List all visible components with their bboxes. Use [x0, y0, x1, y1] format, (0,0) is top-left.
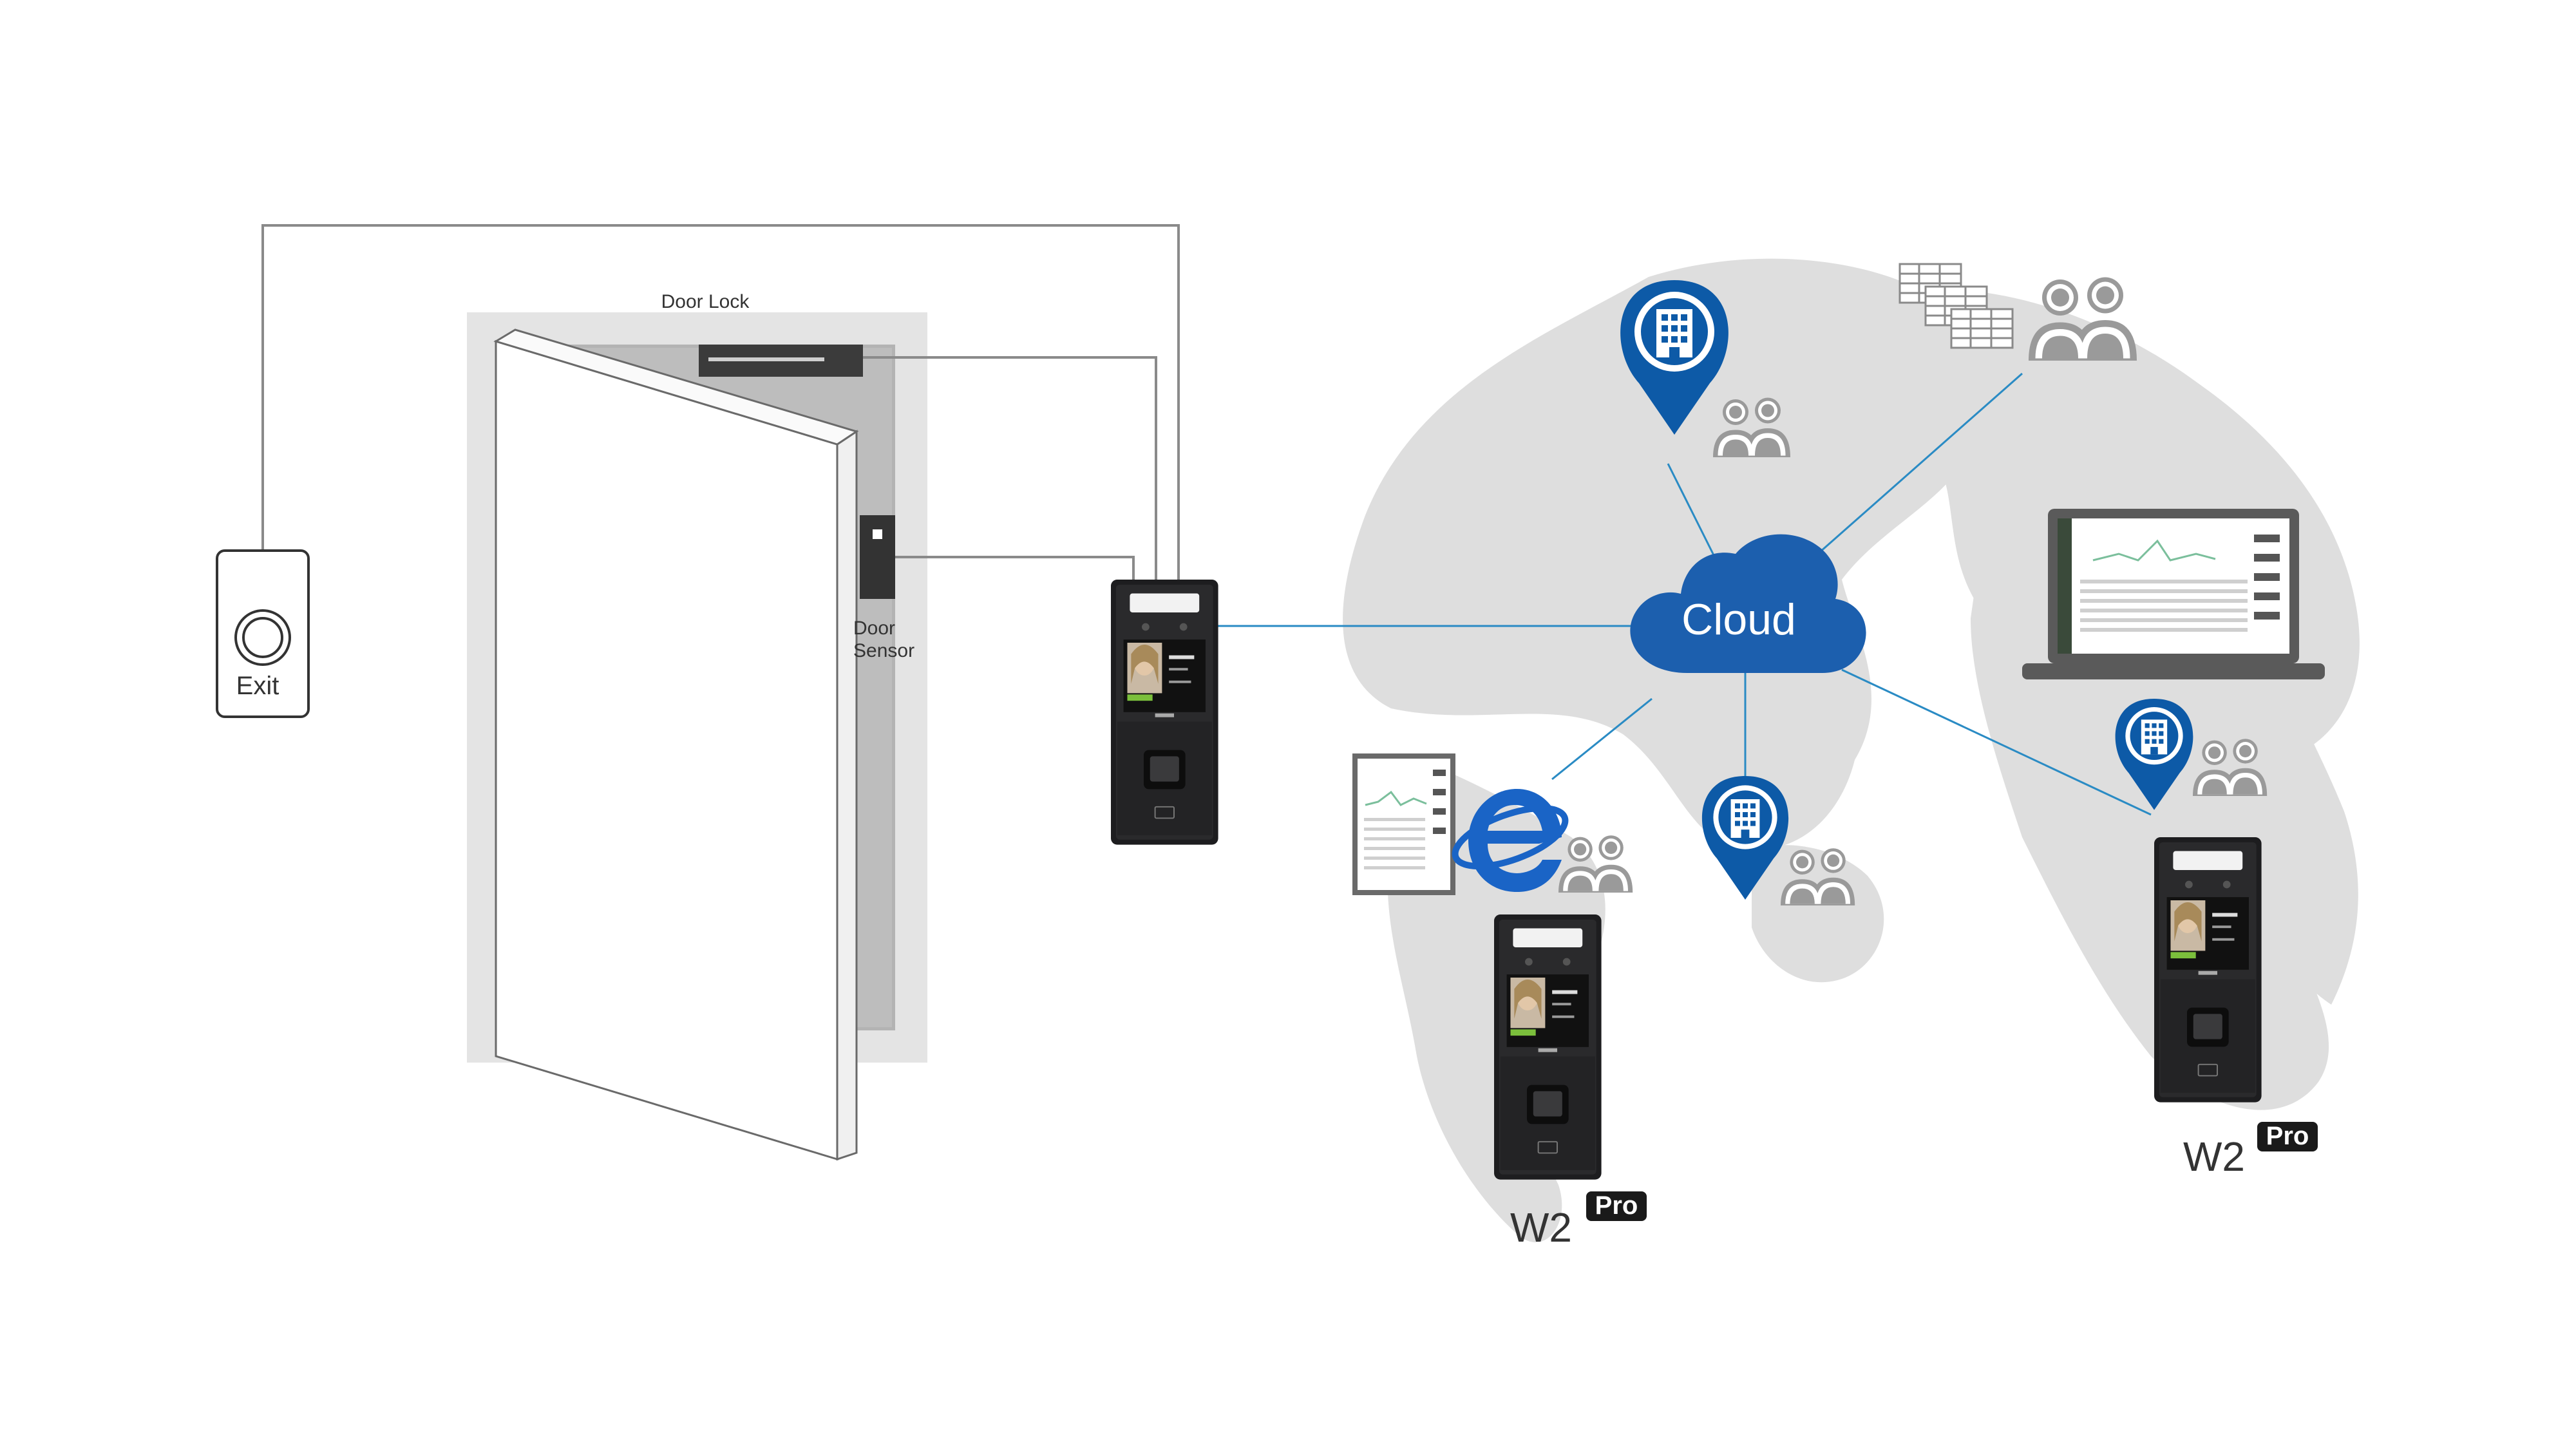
cloud-connections [1217, 372, 2152, 816]
door-sensor [860, 515, 895, 599]
monitor-icon [1352, 753, 1455, 895]
door-lock-label: Door Lock [661, 291, 750, 312]
cloud-icon [1630, 534, 1866, 673]
access-terminal-icon [1493, 914, 1602, 1180]
model-label: W2 [1510, 1204, 1572, 1251]
cloud-label: Cloud [1681, 595, 1796, 644]
wiring [261, 224, 1180, 580]
door-sensor-label-line1: Door [853, 618, 895, 639]
model-badge: Pro [2266, 1122, 2309, 1150]
exit-label: Exit [236, 672, 279, 700]
exit-button-icon [216, 549, 310, 718]
model-label: W2 [2183, 1133, 2245, 1180]
internet-explorer-icon [1452, 789, 1569, 892]
access-terminal-icon [1110, 579, 1219, 846]
laptop-icon [2022, 509, 2325, 679]
spreadsheet-icon [1899, 263, 2014, 349]
access-terminal-icon [2154, 837, 2262, 1103]
door-leaf [493, 328, 859, 1161]
model-badge: Pro [1595, 1191, 1638, 1220]
door-sensor-label-line2: Sensor [853, 640, 914, 661]
